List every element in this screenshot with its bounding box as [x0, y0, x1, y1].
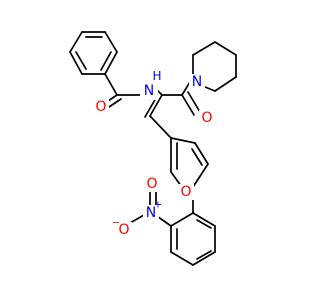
benzoyl-ring-bond-3: [104, 51, 118, 75]
benzamide-linker: [104, 73, 163, 108]
furan-bond-2: [194, 142, 209, 165]
piperidine-bond-5: [214, 76, 237, 92]
alkene-bond: [149, 94, 163, 117]
piperidine-nitrogen-label: N: [192, 74, 202, 90]
chemical-structure-canvas: N H O N O O N + O O −: [69, 31, 237, 266]
amide-o-label-halo: [93, 99, 109, 115]
furan-o-label-halo: [178, 184, 194, 200]
nitro-lower-o-bond: [129, 214, 145, 224]
ketone-o-bond: [181, 94, 195, 116]
molecule-diagram: N H O N O O N + O O −: [69, 31, 237, 266]
furan-bond-1: [170, 137, 196, 144]
carbonyl-o-double-bond: [108, 98, 122, 108]
ketone-oxygen-label: O: [201, 110, 212, 126]
vinyl-to-furan-bond: [149, 115, 172, 139]
piperidine-bond-3: [214, 41, 237, 56]
phenyl-bond-3: [170, 251, 194, 266]
benzoyl-ring: [69, 31, 118, 75]
piperidine-n-label-halo: [189, 74, 205, 90]
ketone-o-double-bond: [187, 91, 201, 113]
nitro-lower-oxygen-label: O: [118, 222, 129, 238]
benzoyl-ring-bond-6: [69, 31, 83, 53]
benzoyl-ring-bond-2: [104, 31, 118, 53]
phenyl-double-3: [196, 219, 212, 229]
atom-labels: N H O N O O N + O O −: [93, 69, 215, 238]
benzoyl-ring-bond-5: [69, 51, 83, 75]
amide-nitrogen-label: N: [144, 83, 154, 99]
alkene-double-bond: [144, 97, 157, 118]
nitro-n-label-halo: [143, 205, 159, 221]
phenyl-bond-4: [192, 251, 216, 266]
nitro-lower-o-label-halo: [116, 222, 132, 238]
piperidine-bond-2: [192, 41, 216, 56]
furan-double-1: [191, 148, 203, 166]
nitrophenyl-ring: [170, 186, 216, 266]
benzoyl-ring-double-3: [75, 51, 87, 70]
nitro-upper-oxygen-label: O: [146, 176, 157, 192]
nh-label-halo: [140, 82, 158, 100]
furan-bond-3: [192, 163, 209, 188]
nitro-nitrogen-label: N: [146, 205, 156, 221]
furan-oxygen-label: O: [180, 184, 191, 200]
nitro-positive-charge: +: [154, 200, 162, 211]
ketone-o-label-halo: [199, 110, 215, 126]
nitro-negative-charge: −: [112, 218, 120, 229]
furan-ring: [170, 137, 209, 191]
amide-hydrogen-label: H: [152, 69, 161, 83]
phenyl-double-2: [196, 250, 212, 260]
benzoyl-ring-double-2: [100, 51, 112, 71]
ring-to-carbonyl-bond: [104, 73, 118, 96]
nitro-upper-o-label-halo: [144, 176, 160, 192]
phenyl-bond-1: [170, 212, 194, 227]
phenyl-bond-6: [192, 212, 216, 227]
amide-oxygen-label: O: [95, 99, 106, 115]
